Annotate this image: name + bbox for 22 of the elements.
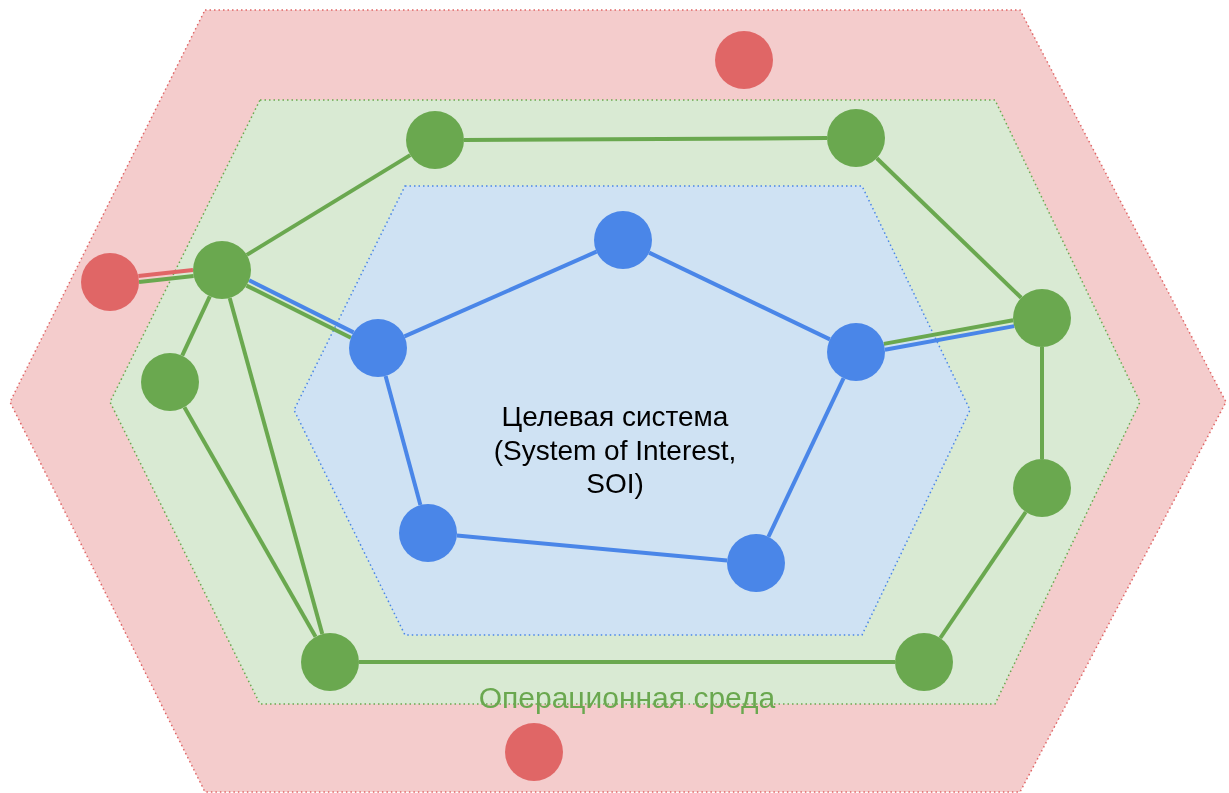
connector-line	[182, 406, 318, 638]
connector-line	[766, 377, 846, 538]
connector-line	[875, 156, 1023, 300]
connector-line	[648, 250, 831, 342]
connector-line	[1040, 347, 1044, 459]
hexagon-zone	[294, 186, 970, 635]
connector-line	[138, 268, 194, 278]
connector-line	[464, 136, 827, 142]
zone-label: Операционная среда	[477, 680, 777, 716]
connector-line	[245, 153, 412, 257]
connector-line	[884, 324, 1015, 352]
connector-line	[138, 274, 194, 284]
connector-line	[359, 660, 895, 664]
connector-line	[456, 533, 728, 563]
connector-line	[180, 295, 212, 357]
connector-line	[383, 375, 423, 506]
zone-label: Целевая система (System of Interest, SOI)	[492, 400, 738, 501]
connector-line	[403, 249, 598, 339]
connector-line	[227, 297, 325, 635]
connector-line	[883, 318, 1014, 346]
hexagon-zone	[10, 10, 1226, 792]
connector-line	[938, 510, 1028, 640]
